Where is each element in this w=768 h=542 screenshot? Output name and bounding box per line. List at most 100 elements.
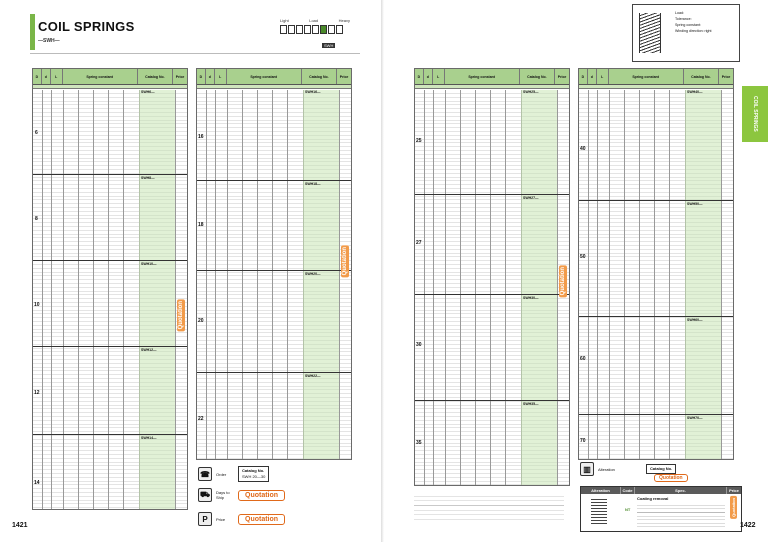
spec-table-3: D d L Spring constant Catalog No. Price …: [414, 68, 570, 486]
truck-icon: ⛟: [198, 488, 212, 502]
telephone-icon: ☎: [198, 467, 212, 481]
page-title: COIL SPRINGS: [38, 19, 135, 34]
order-catalog-value: SWH 20—30: [242, 474, 266, 479]
spec-table-4: D d L Spring constant Catalog No. Price …: [578, 68, 734, 460]
col-header-L-3: L: [433, 69, 445, 84]
col-header-price: Price: [175, 74, 185, 79]
catalog-prefix-swh20: SWH20—: [305, 272, 321, 276]
catalog-prefix-swh8: SWH8—: [141, 176, 155, 180]
col-header-spring-constant-3: Spring constant: [445, 69, 520, 84]
diagram-line-winding: Winding direction: right: [675, 29, 712, 33]
group-diameter-22: 22: [198, 416, 204, 422]
diagram-line-tolerance: Tolerance:: [675, 17, 692, 21]
group-diameter-10: 10: [34, 302, 40, 308]
page-number-right: 1422: [740, 522, 756, 529]
col-header-d-4: d: [588, 69, 597, 84]
col-header-price-2: Price: [339, 74, 349, 79]
col-header-D-4: D: [579, 69, 588, 84]
spec-table-2: D d L Spring constant Catalog No. Price …: [196, 68, 352, 460]
group-diameter-40: 40: [580, 146, 586, 152]
group-diameter-70: 70: [580, 438, 586, 444]
days-quotation-button[interactable]: Quotation: [238, 489, 286, 501]
catalog-prefix-swh6: SWH6—: [141, 90, 155, 94]
col-header-catalog-4: Catalog No.: [684, 69, 720, 84]
order-catalog-box: Catalog No. SWH 20—30: [238, 466, 270, 482]
col-header-L-4: L: [597, 69, 609, 84]
catalog-prefix-swh12: SWH12—: [141, 348, 157, 352]
diagram-line-spring-constant: Spring constant:: [675, 23, 701, 27]
col-header-D: D: [33, 69, 42, 84]
group-diameter-18: 18: [198, 222, 204, 228]
group-diameter-8: 8: [35, 216, 38, 222]
price-quotation-button[interactable]: Quotation: [238, 513, 286, 525]
order-row: ☎ Order Catalog No. SWH 20—30: [198, 466, 270, 482]
catalog-prefix-swh35: SWH35—: [523, 402, 539, 406]
notes-lines: [414, 492, 564, 522]
alt-row-spec-text: [637, 502, 725, 528]
order-label: Order: [216, 471, 227, 477]
col-header-d-2: d: [206, 69, 215, 84]
catalog-prefix-swh22: SWH22—: [305, 374, 321, 378]
alt-row-quotation-tag[interactable]: Quotation: [730, 496, 737, 519]
load-indicator: [280, 25, 360, 34]
page-subtitle: —SWH—: [38, 38, 60, 44]
group-diameter-30: 30: [416, 342, 422, 348]
col-header-catalog: Catalog No.: [138, 69, 174, 84]
group-diameter-20: 20: [198, 318, 204, 324]
spec-table-1: D d L Spring constant Catalog No. Price …: [32, 68, 188, 510]
side-tab-label: COIL SPRINGS: [752, 96, 758, 132]
alteration-quotation-button[interactable]: Quotation: [654, 474, 688, 482]
catalog-prefix-swh30: SWH30—: [523, 296, 539, 300]
col-header-D-3: D: [415, 69, 424, 84]
col-header-spring-constant-4: Spring constant: [609, 69, 684, 84]
col-header-price-3: Price: [557, 74, 567, 79]
order-catalog-title: Catalog No.: [242, 468, 265, 473]
side-tab[interactable]: COIL SPRINGS: [742, 86, 768, 142]
col-header-L-2: L: [215, 69, 227, 84]
alteration-catalog-title: Catalog No.: [650, 466, 673, 471]
quotation-tag-3[interactable]: Quotation: [559, 265, 567, 298]
alt-row-code: NT: [625, 507, 631, 512]
price-label: Price: [216, 516, 226, 522]
col-header-d: d: [42, 69, 51, 84]
catalog-prefix-swh14: SWH14—: [141, 436, 157, 440]
quotation-tag-2[interactable]: Quotation: [341, 245, 349, 278]
alteration-label: Alteration: [598, 466, 615, 472]
col-header-price-4: Price: [721, 74, 731, 79]
catalog-prefix-swh40: SWH40—: [687, 90, 703, 94]
load-scale: Light Load Heavy SWH: [280, 18, 360, 48]
alt-col-spec: Spec.: [635, 487, 727, 494]
alt-col-alteration: Alteration: [581, 487, 621, 494]
coil-spring-icon: [639, 13, 661, 53]
group-diameter-25: 25: [416, 138, 422, 144]
diagram-line-load: Load:: [675, 11, 684, 15]
alteration-row: ▥ Alteration Catalog No.: [580, 462, 677, 476]
days-to-ship-label: Days to Ship: [216, 490, 230, 500]
col-header-catalog-2: Catalog No.: [302, 69, 338, 84]
group-diameter-60: 60: [580, 356, 586, 362]
col-header-spring-constant-2: Spring constant: [227, 69, 302, 84]
col-header-d-3: d: [424, 69, 433, 84]
notes-block: [414, 492, 564, 522]
alteration-table: Alteration Code Spec. Price NT Coating r…: [580, 486, 742, 532]
alt-col-price: Price: [729, 488, 739, 493]
page-number-left: 1421: [12, 522, 28, 529]
load-label-heavy: Heavy: [338, 18, 350, 23]
alteration-catalog-box: Catalog No.: [646, 464, 677, 474]
days-to-ship-row: ⛟ Days to Ship Quotation: [198, 488, 286, 502]
col-header-spring-constant: Spring constant: [63, 69, 138, 84]
alteration-icon: ▥: [580, 462, 594, 476]
left-page: COIL SPRINGS —SWH— Light Load Heavy SWH …: [12, 14, 360, 529]
spring-diagram: Load: Tolerance: Spring constant: Windin…: [632, 4, 740, 62]
catalog-prefix-swh10: SWH10—: [141, 262, 157, 266]
load-tag: SWH: [322, 43, 336, 48]
group-diameter-14: 14: [34, 480, 40, 486]
group-diameter-16: 16: [198, 134, 204, 140]
group-diameter-6: 6: [35, 130, 38, 136]
col-header-L: L: [51, 69, 63, 84]
group-diameter-27: 27: [416, 240, 422, 246]
price-row: P Price Quotation: [198, 512, 286, 526]
group-diameter-12: 12: [34, 390, 40, 396]
alt-row-name: Coating removal: [637, 496, 669, 501]
quotation-tag-1[interactable]: Quotation: [177, 299, 185, 332]
